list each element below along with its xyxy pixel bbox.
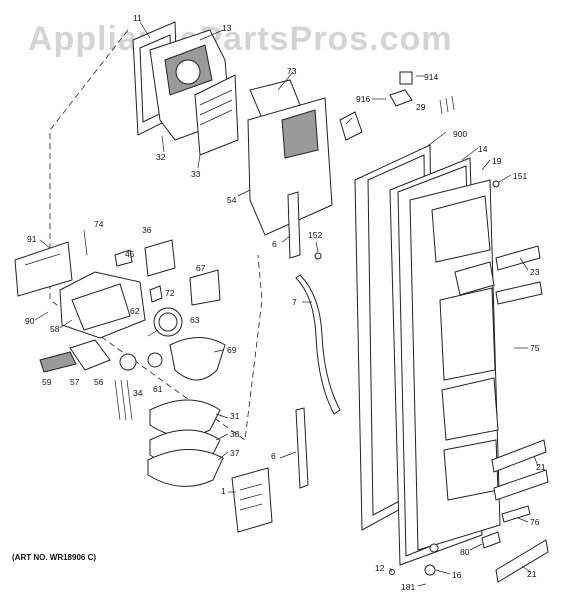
callout-57: 57 — [70, 377, 80, 387]
callout-6-lower: 6 — [271, 451, 276, 461]
callout-900: 900 — [453, 129, 467, 139]
callout-59: 59 — [42, 377, 52, 387]
door-assembly — [354, 144, 501, 566]
callout-75: 75 — [530, 343, 540, 353]
callout-76: 76 — [530, 517, 540, 527]
callout-21-upper: 21 — [536, 462, 546, 472]
callout-33: 33 — [191, 169, 201, 179]
callout-74: 74 — [94, 219, 104, 229]
callout-152: 152 — [308, 230, 322, 240]
callout-7: 7 — [292, 297, 297, 307]
callout-91: 91 — [27, 234, 37, 244]
callout-54: 54 — [227, 195, 237, 205]
callout-63: 63 — [190, 315, 200, 325]
callout-12: 12 — [375, 563, 385, 573]
callout-73: 73 — [287, 66, 297, 76]
callout-37: 37 — [230, 448, 240, 458]
callout-181: 181 — [401, 582, 415, 592]
callout-914: 914 — [424, 72, 438, 82]
callout-69: 69 — [227, 345, 237, 355]
callout-80: 80 — [460, 547, 470, 557]
callout-36: 36 — [142, 225, 152, 235]
callout-21-lower: 21 — [527, 569, 537, 579]
callout-6-upper: 6 — [272, 239, 277, 249]
leader-lines — [34, 21, 539, 587]
callout-62: 62 — [130, 306, 140, 316]
callout-14: 14 — [478, 144, 488, 154]
callout-67: 67 — [196, 263, 206, 273]
callout-58: 58 — [50, 324, 60, 334]
callout-1: 1 — [221, 486, 226, 496]
assembly-boundary — [49, 29, 263, 441]
callout-45: 45 — [125, 249, 135, 259]
art-number: (ART NO. WR18906 C) — [12, 553, 96, 562]
callout-38: 38 — [230, 429, 240, 439]
callout-32: 32 — [156, 152, 166, 162]
callout-61: 61 — [153, 384, 163, 394]
callout-916: 916 — [356, 94, 370, 104]
callout-16: 16 — [452, 570, 462, 580]
callout-72: 72 — [165, 288, 175, 298]
callout-23: 23 — [530, 267, 540, 277]
callout-19: 19 — [492, 156, 502, 166]
dispenser-housing-group — [132, 21, 455, 236]
callout-11: 11 — [133, 13, 142, 23]
callout-34: 34 — [133, 388, 143, 398]
callout-151: 151 — [513, 171, 527, 181]
handle-group — [287, 191, 341, 489]
callout-labels: 11 13 914 73 916 29 900 14 19 151 32 33 … — [25, 13, 546, 592]
watermark: AppliancePartsPros.com — [28, 20, 452, 58]
callout-31: 31 — [230, 411, 240, 421]
callout-90: 90 — [25, 316, 35, 326]
callout-13: 13 — [222, 23, 232, 33]
door-bins — [389, 180, 549, 583]
callout-56: 56 — [94, 377, 104, 387]
callout-29: 29 — [416, 102, 426, 112]
dispenser-components — [14, 229, 273, 533]
